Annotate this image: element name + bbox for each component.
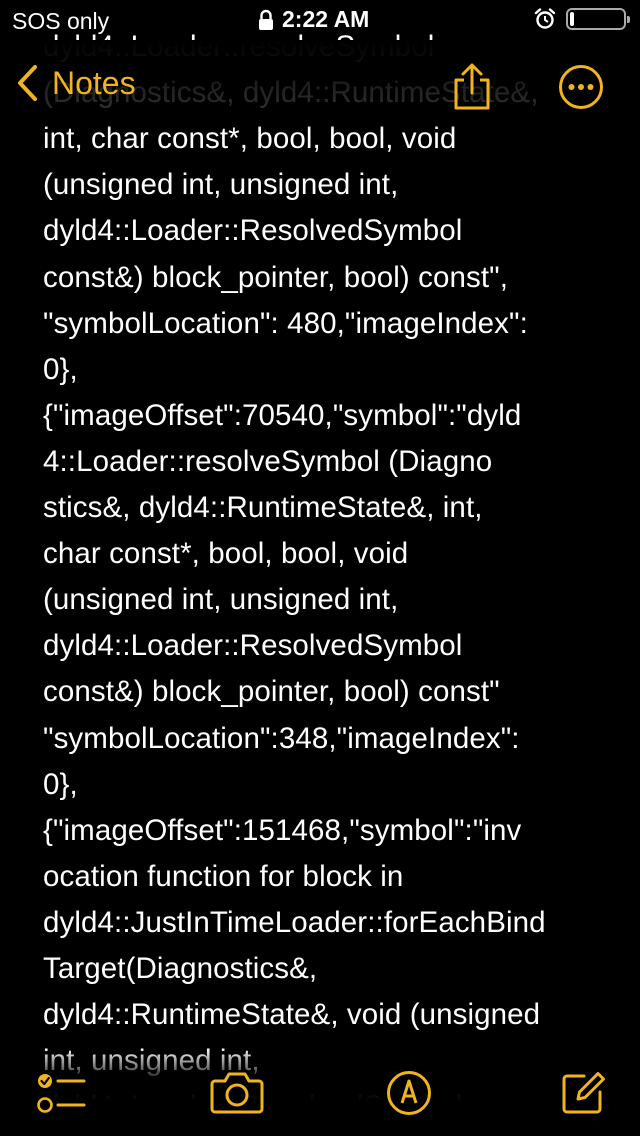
carrier-label: SOS only <box>12 8 110 34</box>
time-label: 2:22 AM <box>282 6 370 32</box>
status-right <box>534 8 630 30</box>
note-text-line: (unsigned int, unsigned int, <box>43 583 399 617</box>
bottom-toolbar <box>0 1048 640 1136</box>
more-button[interactable] <box>558 64 604 115</box>
compose-icon <box>562 1072 605 1114</box>
markup-button[interactable] <box>386 1070 432 1121</box>
compose-button[interactable] <box>560 1070 606 1121</box>
chevron-left-icon <box>18 65 37 101</box>
battery-icon <box>566 8 630 30</box>
note-text-line: "symbolLocation": 480,"imageIndex": <box>43 306 528 340</box>
more-icon <box>559 65 603 109</box>
note-text-line: char const*, bool, bool, void <box>43 537 409 571</box>
note-text-line: Target(Diagnostics&, <box>43 952 318 985</box>
camera-icon <box>210 1072 264 1114</box>
note-text-line: ocation function for block in <box>43 859 404 893</box>
alarm-icon <box>534 8 556 29</box>
share-icon <box>454 63 490 110</box>
note-text-line: dyld4::JustInTimeLoader::forEachBind <box>43 905 546 939</box>
note-text-line: {"imageOffset":70540,"symbol":"dyld <box>43 398 522 432</box>
note-text-line: dyld4::Loader::ResolvedSymbol <box>43 629 463 663</box>
note-text-line: {"imageOffset":151468,"symbol":"inv <box>43 813 522 847</box>
note-text-line: (unsigned int, unsigned int, <box>43 168 399 202</box>
camera-button[interactable] <box>210 1070 264 1119</box>
lock-icon <box>259 9 273 30</box>
markup-icon <box>387 1071 431 1115</box>
note-text-line: "symbolLocation":348,"imageIndex": <box>43 721 520 755</box>
battery-fill <box>570 12 574 26</box>
note-text-line: stics&, dyld4::RuntimeState&, int, <box>43 491 483 524</box>
checklist-icon <box>37 1074 86 1113</box>
note-text-line: const&) block_pointer, bool) const", <box>43 260 509 294</box>
note-text-line: 4::Loader::resolveSymbol (Diagno <box>43 444 493 478</box>
checklist-button[interactable] <box>36 1070 88 1121</box>
status-bar: SOS only 2:22 AM <box>0 0 640 40</box>
back-button[interactable]: Notes <box>16 64 136 102</box>
navigation-bar: Notes <box>0 40 640 130</box>
note-text-line: 0}, <box>43 767 78 801</box>
note-text-line: dyld4::RuntimeState&, void (unsigned <box>43 998 541 1032</box>
share-button[interactable] <box>450 62 494 117</box>
note-text-line: const&) block_pointer, bool) const" <box>43 675 500 709</box>
note-text-line: dyld4::Loader::ResolvedSymbol <box>43 214 463 248</box>
note-text-line: 0}, <box>43 352 78 386</box>
status-time: 2:22 AM <box>258 6 369 33</box>
back-label: Notes <box>52 64 136 101</box>
